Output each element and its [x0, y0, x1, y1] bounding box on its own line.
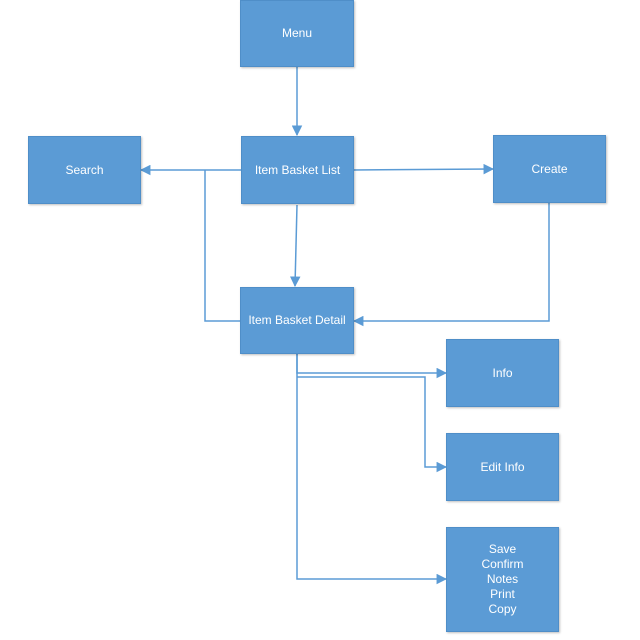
- create-node: Create: [493, 135, 606, 203]
- info-label: Info: [492, 365, 513, 380]
- edge-detail-to-editinfo: [297, 376, 448, 473]
- item-basket-detail-label: Item Basket Detail: [248, 313, 346, 327]
- item-basket-detail-node: Item Basket Detail: [240, 287, 354, 354]
- edge-create-to-detail: [352, 203, 550, 327]
- item-basket-list-label: Item Basket List: [254, 162, 341, 177]
- menu-label: Menu: [281, 26, 313, 40]
- edge-list-to-detail: [289, 204, 301, 288]
- create-label: Create: [531, 161, 568, 176]
- edge-detail-to-actions: [296, 354, 448, 585]
- info-node: Info: [446, 339, 559, 407]
- edit-info-node: Edit Info: [446, 433, 559, 501]
- edge-detail-to-search: [204, 170, 241, 322]
- search-label: Search: [65, 162, 104, 177]
- save-label: Save: [488, 542, 517, 556]
- edge-list-to-create: [352, 163, 495, 175]
- menu-node: Menu: [240, 0, 354, 67]
- confirm-label: Confirm: [481, 557, 524, 571]
- item-basket-list-node: Item Basket List: [241, 136, 354, 204]
- edit-info-label: Edit Info: [480, 459, 525, 474]
- print-label: Print: [490, 587, 515, 601]
- copy-label: Copy: [488, 602, 517, 616]
- notes-label: Notes: [486, 572, 519, 586]
- actions-node: Save Confirm Notes Print Copy: [446, 527, 559, 632]
- search-node: Search: [28, 136, 141, 204]
- edge-detail-to-info: [296, 354, 448, 379]
